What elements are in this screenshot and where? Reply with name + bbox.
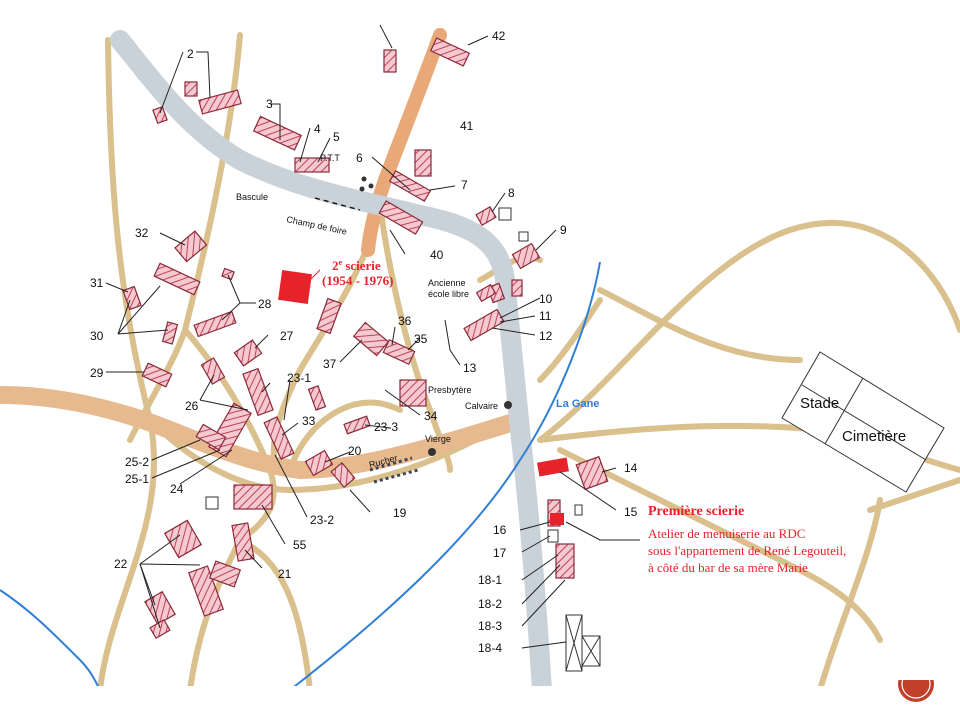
label-23-3: 23-3 <box>374 420 398 434</box>
label-presbytere: Presbytère <box>428 385 472 395</box>
atelier-line-1: Atelier de menuiserie au RDC <box>648 526 805 541</box>
brown-road <box>0 386 529 480</box>
label-6: 6 <box>356 151 363 165</box>
deuxieme-scierie-dates: (1954 - 1976) <box>322 273 394 288</box>
label-ancienne: Ancienne <box>428 278 466 288</box>
atelier-building <box>550 513 564 525</box>
label-calvaire: Calvaire <box>465 401 498 411</box>
label-34: 34 <box>424 409 438 423</box>
label-20: 20 <box>348 444 362 458</box>
label-4: 4 <box>314 122 321 136</box>
label-30: 30 <box>90 329 104 343</box>
label-18-1: 18-1 <box>478 573 502 587</box>
atelier-line-2: sous l'appartement de René Legouteil, <box>648 543 846 558</box>
deuxieme-scierie-title: 2e scierie <box>332 258 381 273</box>
label-25-1: 25-1 <box>125 472 149 486</box>
scierie-annotations: 2e scierie (1954 - 1976) Première scieri… <box>309 258 846 575</box>
label-14: 14 <box>624 461 638 475</box>
label-7: 7 <box>461 178 468 192</box>
label-26: 26 <box>185 399 199 413</box>
label-13: 13 <box>463 361 477 375</box>
leader-lines <box>105 24 640 649</box>
label-11: 11 <box>539 309 552 323</box>
label-bascule: Bascule <box>236 192 268 202</box>
premiere-scierie-title: Première scierie <box>648 504 744 519</box>
label-21: 21 <box>278 567 292 581</box>
label-35: 35 <box>414 332 428 346</box>
label-18-3: 18-3 <box>478 619 502 633</box>
label-25-2: 25-2 <box>125 455 149 469</box>
label-37: 37 <box>323 357 337 371</box>
stade-cimetiere <box>781 351 945 493</box>
label-23-2: 23-2 <box>310 513 334 527</box>
label-ptt: P.T.T <box>320 153 340 163</box>
label-2: 2 <box>187 47 194 61</box>
label-42: 42 <box>492 29 506 43</box>
label-33: 33 <box>302 414 316 428</box>
main-road <box>110 30 552 700</box>
label-16: 16 <box>493 523 507 537</box>
label-41: 41 <box>460 119 474 133</box>
label-la-gane: La Gane <box>556 398 599 410</box>
tan-roads <box>97 32 960 693</box>
label-19: 19 <box>393 506 407 520</box>
label-32: 32 <box>135 226 149 240</box>
label-9: 9 <box>560 223 567 237</box>
label-12: 12 <box>539 329 553 343</box>
label-36: 36 <box>398 314 412 328</box>
label-17: 17 <box>493 546 507 560</box>
label-vierge: Vierge <box>425 434 451 444</box>
label-15: 15 <box>624 505 638 519</box>
markers <box>314 176 512 484</box>
label-10: 10 <box>539 292 553 306</box>
label-28: 28 <box>258 297 272 311</box>
buildings <box>122 37 609 672</box>
label-31: 31 <box>90 276 104 290</box>
slide-badge-icon <box>898 680 934 702</box>
label-5: 5 <box>333 130 340 144</box>
label-18-4: 18-4 <box>478 641 502 655</box>
place-labels: Bascule Champ de foire Ancienne école li… <box>236 192 906 470</box>
label-29: 29 <box>90 366 104 380</box>
river-west <box>0 589 101 691</box>
label-stade: Stade <box>800 395 839 412</box>
deuxieme-scierie-building <box>278 270 312 304</box>
orange-road <box>361 28 447 257</box>
label-ecole-libre: école libre <box>428 289 469 299</box>
label-24: 24 <box>170 482 184 496</box>
label-cimetiere: Cimetière <box>842 428 906 445</box>
label-18-2: 18-2 <box>478 597 502 611</box>
atelier-line-3: à côté du bar de sa mère Marie <box>648 560 808 575</box>
premiere-scierie-building <box>537 457 569 477</box>
river-la-gane <box>289 261 601 691</box>
label-8: 8 <box>508 186 515 200</box>
label-23-1: 23-1 <box>287 371 311 385</box>
label-40: 40 <box>430 248 444 262</box>
slide-footer <box>0 686 960 720</box>
label-3: 3 <box>266 97 273 111</box>
label-27: 27 <box>280 329 294 343</box>
number-labels: 2 3 4 5 P.T.T 6 7 8 9 41 42 10 11 12 13 … <box>90 29 638 655</box>
label-champ-de-foire: Champ de foire <box>286 214 348 237</box>
label-22: 22 <box>114 557 128 571</box>
label-55: 55 <box>293 538 307 552</box>
